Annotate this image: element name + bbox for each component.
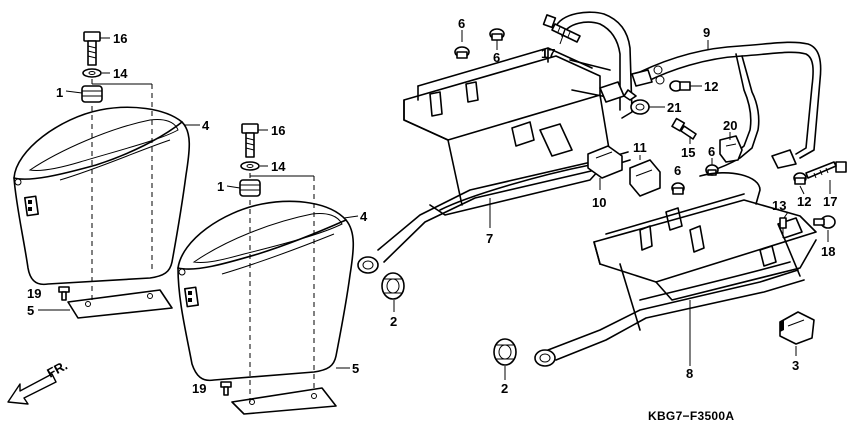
bracket-10 [587, 145, 623, 179]
washer-lower [240, 161, 260, 171]
callout-c12a: 12 [704, 79, 718, 94]
callout-c4b: 4 [360, 209, 368, 224]
callout-c12b: 12 [797, 194, 811, 209]
collar-21 [623, 89, 650, 115]
bracket-plate-upper [67, 289, 173, 319]
callout-c8: 8 [686, 366, 693, 381]
bolt-lower [241, 123, 259, 158]
bolt-17a [542, 14, 581, 43]
screw-19-upper [58, 286, 70, 301]
callout-c20: 20 [723, 118, 737, 133]
washer-upper [82, 68, 102, 78]
callout-c2b: 2 [501, 381, 508, 396]
callout-c16a: 16 [113, 31, 127, 46]
bolt-17b [805, 161, 847, 179]
callout-c5a: 5 [27, 303, 34, 318]
callout-c6b: 6 [493, 50, 500, 65]
bolt-12b [793, 172, 807, 185]
saddlebag-upper [13, 106, 191, 286]
callout-c10: 10 [592, 195, 606, 210]
rubber-grommet-upper [81, 85, 103, 103]
callout-c14a: 14 [113, 66, 128, 81]
bolt-12a [669, 80, 691, 92]
callout-c6a: 6 [458, 16, 465, 31]
callout-c5b: 5 [352, 361, 359, 376]
damper-2-lower [493, 338, 517, 366]
front-arrow-icon: FR. [7, 358, 70, 405]
screw-19-lower [220, 381, 232, 396]
callout-c16b: 16 [271, 123, 285, 138]
bracket-3 [779, 311, 815, 345]
bolt-18 [813, 215, 836, 229]
grommet-6b [489, 28, 505, 41]
callout-c11: 11 [633, 140, 647, 155]
callout-c18: 18 [821, 244, 835, 259]
callout-c6c: 6 [708, 144, 715, 159]
saddlebag-lower [177, 200, 355, 382]
bolt-15 [671, 117, 697, 140]
carrier-frame-8 [534, 172, 817, 367]
callout-c4a: 4 [202, 118, 210, 133]
diagram-code: KBG7−F3500A [648, 409, 734, 423]
callout-c13: 13 [772, 198, 786, 213]
grommet-6a [454, 46, 470, 59]
plate-11 [629, 159, 661, 197]
callout-c17b: 17 [823, 194, 837, 209]
leader-lines [38, 29, 831, 380]
callout-c1b: 1 [217, 179, 224, 194]
callout-c2a: 2 [390, 314, 397, 329]
callout-c15: 15 [681, 145, 695, 160]
guard-bar-9 [631, 41, 822, 173]
rubber-grommet-lower [239, 179, 261, 197]
callout-c19a: 19 [27, 286, 41, 301]
callout-c19b: 19 [192, 381, 206, 396]
callout-c21: 21 [667, 100, 681, 115]
clamp-20 [719, 135, 743, 163]
callout-c3: 3 [792, 358, 799, 373]
callout-c9: 9 [703, 25, 710, 40]
damper-2-upper [381, 272, 405, 300]
callout-c17a: 17 [541, 46, 555, 61]
bracket-plate-lower [231, 387, 337, 415]
grommet-6d [671, 182, 685, 195]
callout-c1a: 1 [56, 85, 63, 100]
callout-c14b: 14 [271, 159, 286, 174]
bolt-upper [83, 31, 101, 66]
callout-c7: 7 [486, 231, 493, 246]
bolt-13 [779, 217, 787, 238]
callout-c6d: 6 [674, 163, 681, 178]
